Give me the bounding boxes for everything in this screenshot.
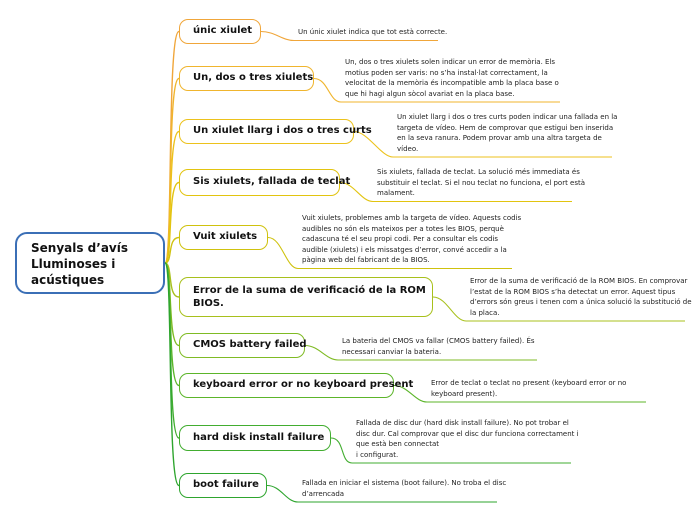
branch-note-line: d’errors són greus i tenen com a única s… — [470, 298, 692, 306]
branch-topic[interactable]: boot failure — [179, 473, 267, 498]
branch-topic[interactable]: Un xiulet llarg i dos o tres curts — [179, 119, 372, 144]
branch-topic[interactable]: Un, dos o tres xiulets — [179, 66, 314, 91]
branch-note-line: Sis xiulets, fallada de teclat. La soluc… — [377, 168, 580, 176]
branch-topic[interactable]: Vuit xiulets — [179, 225, 268, 250]
branch-topic[interactable]: keyboard error or no keyboard present — [179, 373, 413, 398]
branch-note: Sis xiulets, fallada de teclat. La soluc… — [377, 167, 585, 199]
branch-note-line: vídeo. — [397, 144, 419, 153]
branch-note-line: malament. — [377, 189, 415, 197]
branch-note-line: cadascuna té el seu propi codi. Per a co… — [302, 235, 499, 243]
branch-note: Un xiulet llarg i dos o tres curts poden… — [397, 112, 617, 154]
branch-topic-label: keyboard error or no keyboard present — [193, 379, 414, 390]
branch-note-line: Un xiulet llarg i dos o tres curts poden… — [397, 113, 618, 121]
branch-topic-label: Un, dos o tres xiulets — [193, 72, 314, 83]
central-topic-line-1: Senyals d’avís — [31, 241, 129, 255]
branch-note-line: substituir el teclat. Si el nou teclat n… — [377, 178, 586, 187]
branch-note-line: l’estat de la ROM BIOS s’ha detectat un … — [470, 287, 676, 296]
branch-note-line: La bateria del CMOS va fallar (CMOS batt… — [342, 337, 535, 345]
branch-note: La bateria del CMOS va fallar (CMOS batt… — [342, 336, 535, 357]
branch-to-note-connector — [339, 181, 572, 203]
branch-to-note-connector — [313, 77, 560, 103]
branch-topic-label: CMOS battery failed — [193, 339, 307, 350]
branch-to-note-connector — [330, 437, 571, 464]
branch-note-line: Fallada de disc dur (hard disk install f… — [356, 419, 569, 427]
branch-topic[interactable]: únic xiulet — [179, 19, 261, 44]
branch-note-line: pàgina web del fabricant de la BIOS. — [302, 256, 430, 264]
branch-note-line: d’arrencada — [302, 489, 345, 498]
branch-topic-label: Vuit xiulets — [193, 231, 258, 242]
root-to-branch-connector — [164, 30, 180, 264]
branch-note-line: motius poden ser varis: no s’ha instal·l… — [345, 68, 548, 77]
branch-note-line: en la seva ranura. Podem provar amb una … — [397, 134, 602, 142]
branch-note: Error de la suma de verificació de la RO… — [470, 276, 692, 318]
branch-note-line: i configurat. — [356, 450, 399, 459]
branch-note-line: necessari canviar la bateria. — [342, 347, 442, 356]
central-topic-line-3: acústiques — [31, 273, 105, 287]
branch-topic[interactable]: CMOS battery failed — [179, 333, 307, 358]
branch-note-line: Vuit xiulets, problemes amb la targeta d… — [302, 214, 522, 222]
branch-to-note-connector — [432, 296, 685, 322]
branch-note-line: que està ben connectat — [356, 440, 439, 448]
branch-note-line: targeta de vídeo. Hem de comprovar que e… — [397, 123, 614, 132]
branch-note: Error de teclat o teclat no present (key… — [431, 378, 626, 399]
branch-topic-label: boot failure — [193, 479, 259, 490]
branch-note-line: que hi hagi algun sòcol avariat en la pl… — [345, 89, 515, 98]
root-to-branch-connector — [164, 262, 180, 487]
branch-topic-label: Sis xiulets, fallada de teclat — [193, 176, 351, 187]
branch-note-line: Un únic xiulet indica que tot està corre… — [298, 28, 448, 36]
branch-to-note-connector — [393, 384, 646, 403]
branch-topic-label: Un xiulet llarg i dos o tres curts — [193, 125, 372, 136]
branch-note-line: audible (xiulets) i els missatges d’erro… — [302, 245, 507, 254]
branch-to-note-connector — [266, 484, 497, 503]
branch-note-line: Error de la suma de verificació de la RO… — [470, 277, 688, 285]
branch-to-note-connector — [304, 344, 537, 361]
branch-topic[interactable]: hard disk install failure — [179, 425, 331, 451]
branch-to-note-connector — [353, 130, 612, 158]
branch-topic[interactable]: Error de la suma de verificació de la RO… — [179, 277, 433, 317]
branch-note-line: keyboard present). — [431, 389, 498, 398]
branch-topic-label: únic xiulet — [193, 25, 253, 36]
branch-note: Un únic xiulet indica que tot està corre… — [298, 27, 447, 38]
branch-note-line: la placa. — [470, 308, 500, 317]
branch-note-line: audibles no són els mateixos per a totes… — [302, 224, 504, 233]
branch-note-line: disc dur. Cal comprovar que el disc dur … — [356, 429, 579, 438]
branch-note-line: velocitat de la memòria és incompatible … — [345, 79, 559, 87]
branch-note: Fallada de disc dur (hard disk install f… — [356, 418, 579, 460]
branch-note: Vuit xiulets, problemes amb la targeta d… — [302, 213, 521, 266]
branch-note-line: Un, dos o tres xiulets solen indicar un … — [345, 58, 556, 66]
root-to-branch-connector — [164, 181, 180, 264]
central-topic-line-2: Lluminoses i — [31, 257, 116, 271]
branch-to-note-connector — [267, 236, 512, 270]
branch-note-line: Fallada en iniciar el sistema (boot fail… — [302, 479, 507, 487]
branch-note: Un, dos o tres xiulets solen indicar un … — [345, 57, 559, 99]
central-topic[interactable]: Senyals d’avís Lluminoses i acústiques — [15, 232, 165, 294]
branch-topic-label: hard disk install failure — [193, 432, 325, 443]
branch-topic-label: Error de la suma de verificació de la RO… — [193, 285, 426, 309]
root-to-branch-connector — [164, 236, 180, 264]
branch-to-note-connector — [260, 30, 438, 42]
branch-note-line: Error de teclat o teclat no present (key… — [431, 379, 627, 387]
branch-note: Fallada en iniciar el sistema (boot fail… — [302, 478, 506, 499]
branch-topic[interactable]: Sis xiulets, fallada de teclat — [179, 169, 350, 196]
